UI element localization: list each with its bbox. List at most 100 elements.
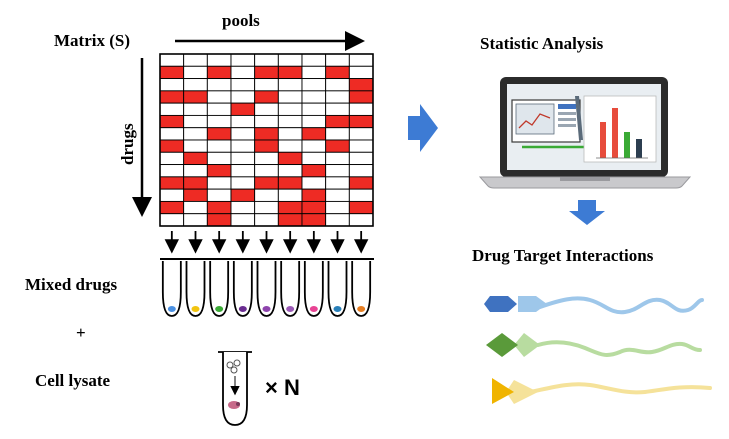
matrix-cell: [206, 164, 232, 178]
matrix-cell: [325, 102, 350, 116]
matrix-cell: [301, 102, 327, 116]
matrix-cell: [206, 114, 232, 129]
matrix-cell: [159, 90, 185, 104]
drug-target-pair-blue: [484, 296, 704, 315]
matrix-cell: [325, 53, 350, 67]
matrix-cell: [230, 151, 256, 166]
matrix-cell: [325, 78, 350, 92]
matrix-cell: [159, 114, 185, 129]
protein-chain-blue: [538, 296, 704, 315]
matrix-cell: [159, 102, 185, 116]
matrix-cell: [159, 127, 185, 141]
matrix-cell: [254, 127, 279, 141]
matrix-cell: [277, 65, 303, 80]
matrix-cell: [183, 139, 208, 153]
matrix-cell: [254, 102, 279, 116]
matrix-cell: [206, 78, 232, 92]
matrix-cell: [325, 164, 350, 178]
matrix-cell: [159, 78, 185, 92]
flow-arrow-down: [569, 200, 605, 225]
matrix-cell: [277, 176, 303, 190]
matrix-border: [159, 53, 374, 227]
matrix-cell: [348, 102, 374, 116]
matrix-cell: [254, 151, 279, 166]
matrix-cell: [301, 78, 327, 92]
matrix-cell: [301, 65, 327, 80]
matrix-cell: [277, 139, 303, 153]
matrix-cell: [230, 102, 256, 116]
matrix-cell: [206, 127, 232, 141]
drug-shape-yellow: [492, 378, 514, 404]
mixed-drug-tube: [351, 261, 372, 317]
mixed-drug-tube: [161, 261, 182, 317]
matrix-cell: [277, 188, 303, 202]
matrix-cell: [325, 151, 350, 166]
matrix-label: Matrix (S): [54, 31, 130, 50]
matrix-cell: [325, 139, 350, 153]
drug-mix-drop: [262, 306, 271, 312]
mixed-drugs-label: Mixed drugs: [25, 275, 117, 294]
matrix-cell: [254, 90, 279, 104]
pool-arrows: [164, 231, 369, 254]
interactions-title: Drug Target Interactions: [472, 246, 654, 265]
matrix-cell: [277, 78, 303, 92]
target-site-blue: [518, 296, 547, 312]
chart-bar-2: [612, 108, 618, 158]
matrix-cell: [277, 151, 303, 166]
matrix-cell: [348, 78, 374, 92]
matrix-cell: [301, 164, 327, 178]
matrix-cell: [277, 102, 303, 116]
matrix-cell: [183, 213, 208, 227]
laptop-icon: [478, 77, 692, 189]
matrix-cell: [230, 139, 256, 153]
matrix-cell: [206, 102, 232, 116]
matrix-cell: [325, 90, 350, 104]
mixed-drug-tube: [256, 261, 277, 317]
mixed-drug-tube: [303, 261, 324, 317]
matrix-cell: [301, 139, 327, 153]
matrix-cell: [348, 127, 374, 141]
matrix-cell: [301, 53, 327, 67]
matrix-cell: [183, 127, 208, 141]
matrix-cell: [230, 90, 256, 104]
matrix-cell: [230, 114, 256, 129]
protein-chain-green: [536, 340, 702, 357]
matrix-cell: [206, 176, 232, 190]
matrix-cell: [348, 90, 374, 104]
matrix-cell: [254, 213, 279, 227]
matrix-cell: [348, 151, 374, 166]
matrix-cell: [230, 127, 256, 141]
multiplier-label: × N: [265, 375, 300, 400]
drug-mix-drop: [333, 306, 342, 312]
matrix-cell: [159, 188, 185, 202]
matrix-cell: [183, 151, 208, 166]
matrix-cell: [206, 53, 232, 67]
matrix-cell: [230, 164, 256, 178]
matrix-cell: [159, 164, 185, 178]
matrix-cell: [230, 188, 256, 202]
matrix-cell: [254, 164, 279, 178]
matrix-cell: [348, 188, 374, 202]
matrix-cell: [159, 151, 185, 166]
drug-mix-drop: [357, 306, 366, 312]
matrix-cell: [277, 90, 303, 104]
matrix-cell: [254, 53, 279, 67]
matrix-cell: [254, 78, 279, 92]
mixed-drug-tube: [280, 261, 301, 317]
matrix-cell: [277, 53, 303, 67]
matrix-cell: [277, 213, 303, 227]
matrix-cell: [301, 127, 327, 141]
matrix-cell: [159, 200, 185, 215]
drug-shape-green: [486, 333, 518, 357]
matrix-cell: [277, 114, 303, 129]
matrix-cell: [183, 65, 208, 80]
drugs-label: drugs: [118, 123, 137, 165]
mixed-drug-tube: [209, 261, 230, 317]
protein-chain-yellow: [528, 382, 712, 395]
matrix-cell: [277, 127, 303, 141]
drug-shape-blue: [484, 296, 517, 312]
target-site-yellow: [506, 380, 538, 404]
matrix-cell: [348, 213, 374, 227]
drug-mix-drop: [286, 306, 295, 312]
matrix-cell: [325, 127, 350, 141]
